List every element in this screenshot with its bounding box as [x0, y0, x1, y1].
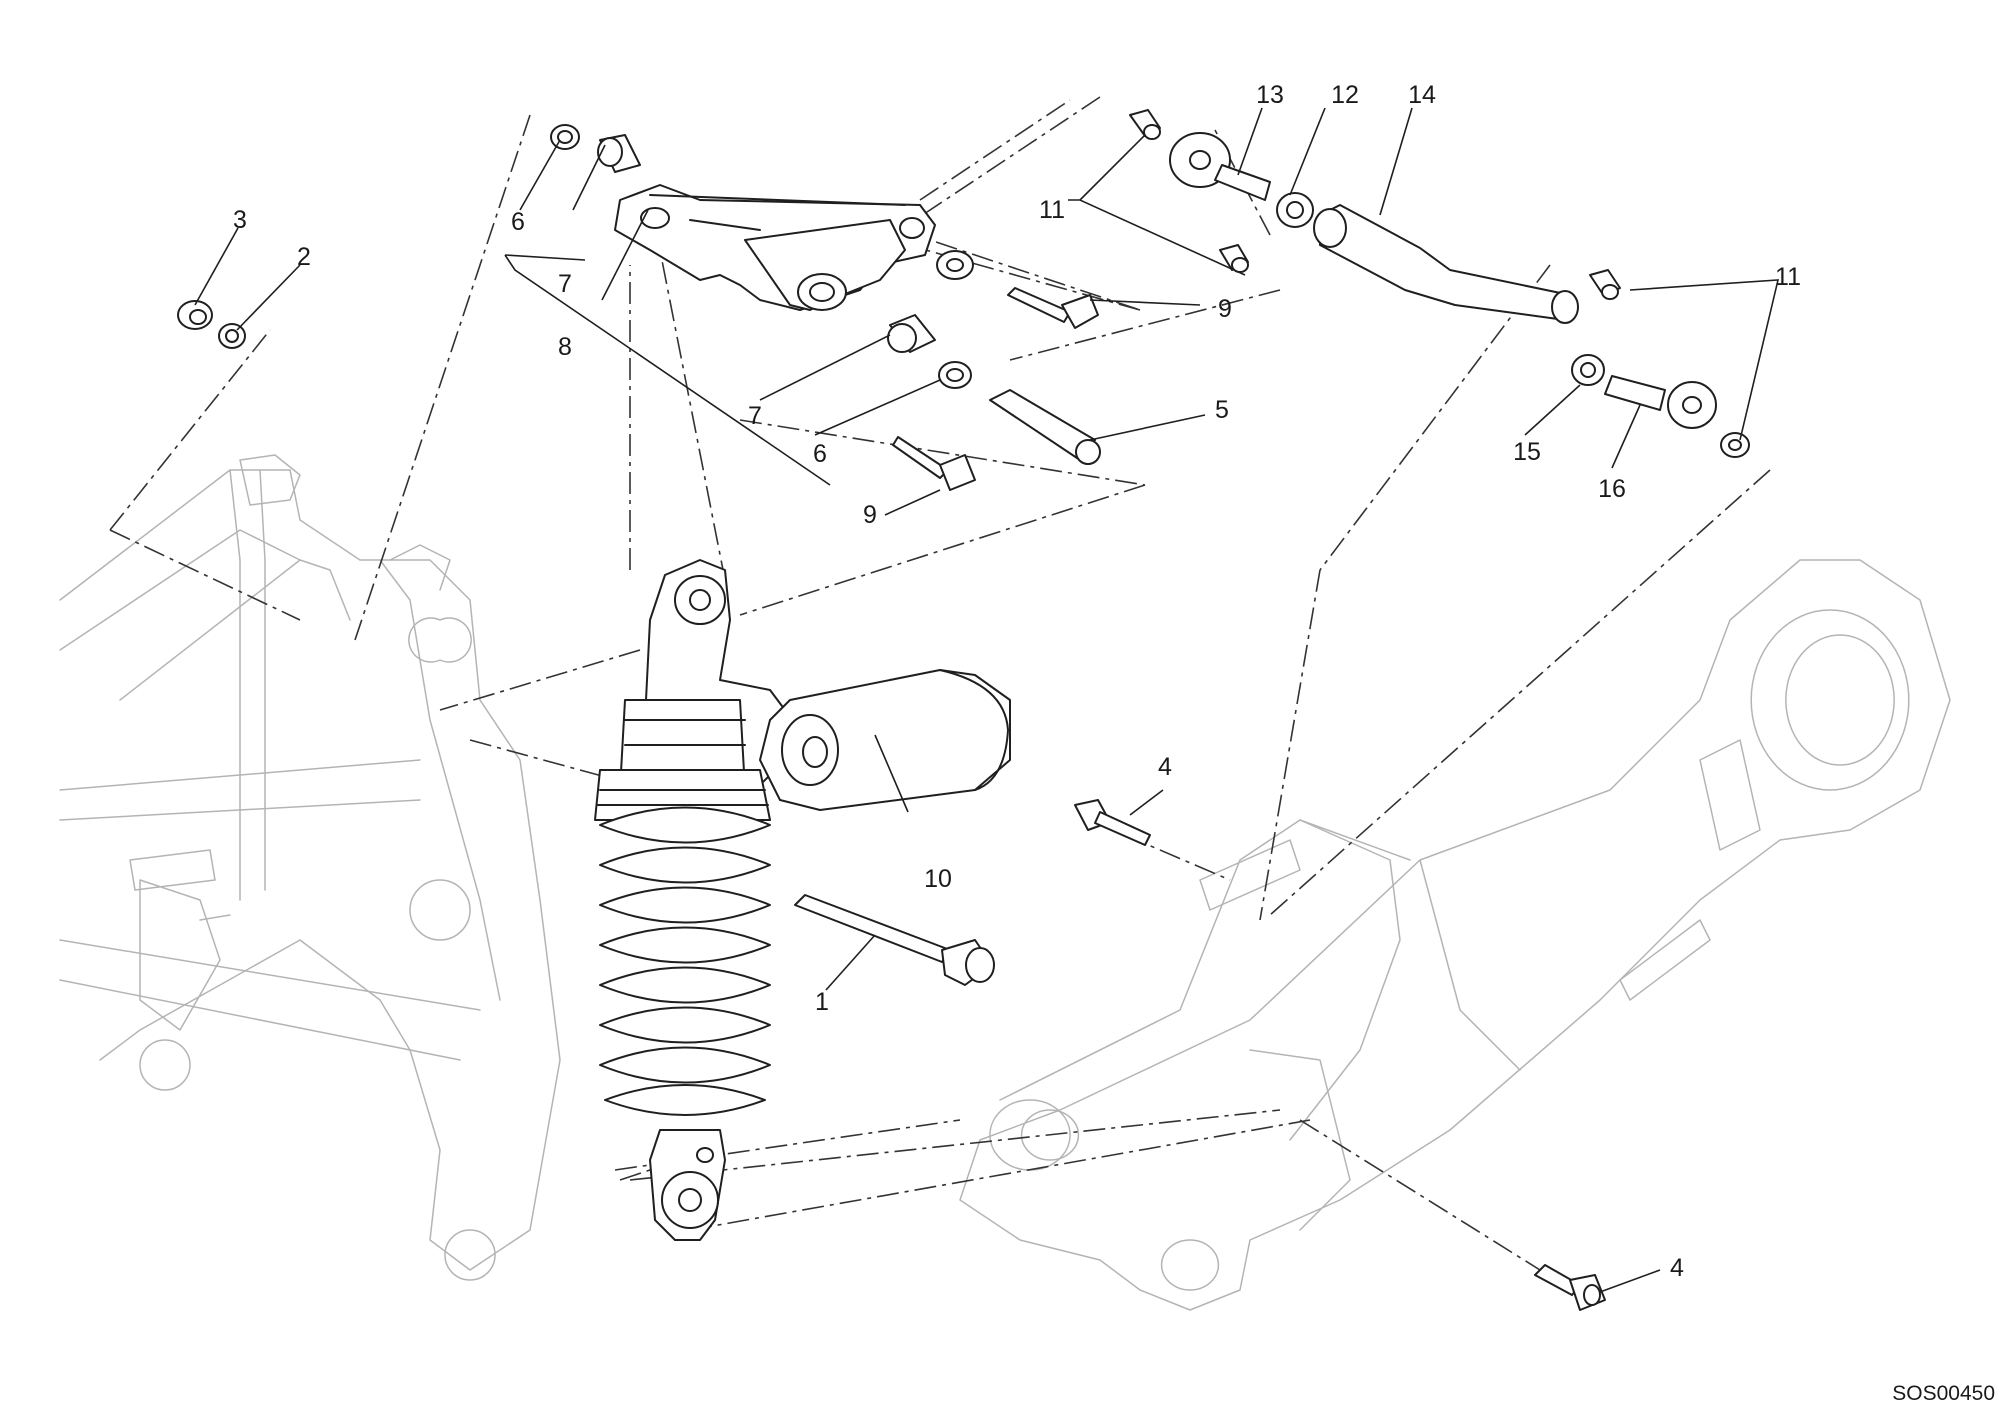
callout-12: 12	[1331, 81, 1359, 109]
spacer-6-upper	[550, 124, 580, 150]
callout-9-lower: 9	[863, 501, 877, 529]
callout-16: 16	[1598, 475, 1626, 503]
bushing-11-top	[1129, 109, 1161, 140]
callout-4-upper: 4	[1158, 753, 1172, 781]
drawing-code: SOS00450	[1892, 1382, 1995, 1405]
coil-spring	[599, 806, 771, 1116]
shock-bolt-1	[794, 894, 995, 986]
swingarm-outline	[959, 559, 1951, 1311]
bearing-7-upper	[597, 134, 641, 173]
callout-6-upper: 6	[511, 208, 525, 236]
callout-8: 8	[558, 333, 572, 361]
callout-7-lower: 7	[748, 402, 762, 430]
callouts: 1 2 3 4 4 5 6 6 7 7 8 9 9 10 11 11 12 13…	[233, 81, 1801, 1282]
callout-1: 1	[815, 988, 829, 1016]
callout-3: 3	[233, 206, 247, 234]
callout-11-right: 11	[1775, 263, 1801, 291]
callout-11-left: 11	[1039, 196, 1065, 224]
bolt-4-upper	[1074, 799, 1151, 846]
callout-5: 5	[1215, 396, 1229, 424]
callout-4-lower: 4	[1670, 1254, 1684, 1282]
pin-5	[989, 389, 1101, 465]
callout-10: 10	[924, 865, 952, 893]
callout-14: 14	[1408, 81, 1436, 109]
bushing-11-mid	[1219, 244, 1249, 273]
rod-end-16	[1604, 375, 1717, 429]
callout-7-upper: 7	[558, 270, 572, 298]
bushing-11-right-bottom	[1720, 432, 1750, 458]
callout-2: 2	[297, 243, 311, 271]
leader-lines	[194, 107, 1780, 1293]
callout-6-lower: 6	[813, 440, 827, 468]
callout-9-upper: 9	[1218, 295, 1232, 323]
rocker-linkage	[614, 184, 974, 311]
callout-15: 15	[1513, 438, 1541, 466]
washer-2	[218, 323, 246, 349]
tie-rod-14	[1313, 204, 1579, 324]
bushing-11-right-top	[1589, 269, 1621, 300]
nut-12	[1276, 192, 1314, 228]
bearing-7-lower	[887, 314, 936, 353]
shock-absorber	[594, 559, 1011, 1241]
nut-3	[177, 300, 213, 330]
nut-15	[1571, 354, 1605, 386]
callout-13: 13	[1256, 81, 1284, 109]
frame-outline	[59, 454, 561, 1281]
rod-end-13	[1169, 132, 1271, 201]
bolt-9-upper	[1007, 287, 1099, 329]
bolt-9-lower	[892, 436, 976, 491]
bolt-4-lower	[1534, 1264, 1606, 1311]
spacer-6-lower	[938, 361, 972, 389]
